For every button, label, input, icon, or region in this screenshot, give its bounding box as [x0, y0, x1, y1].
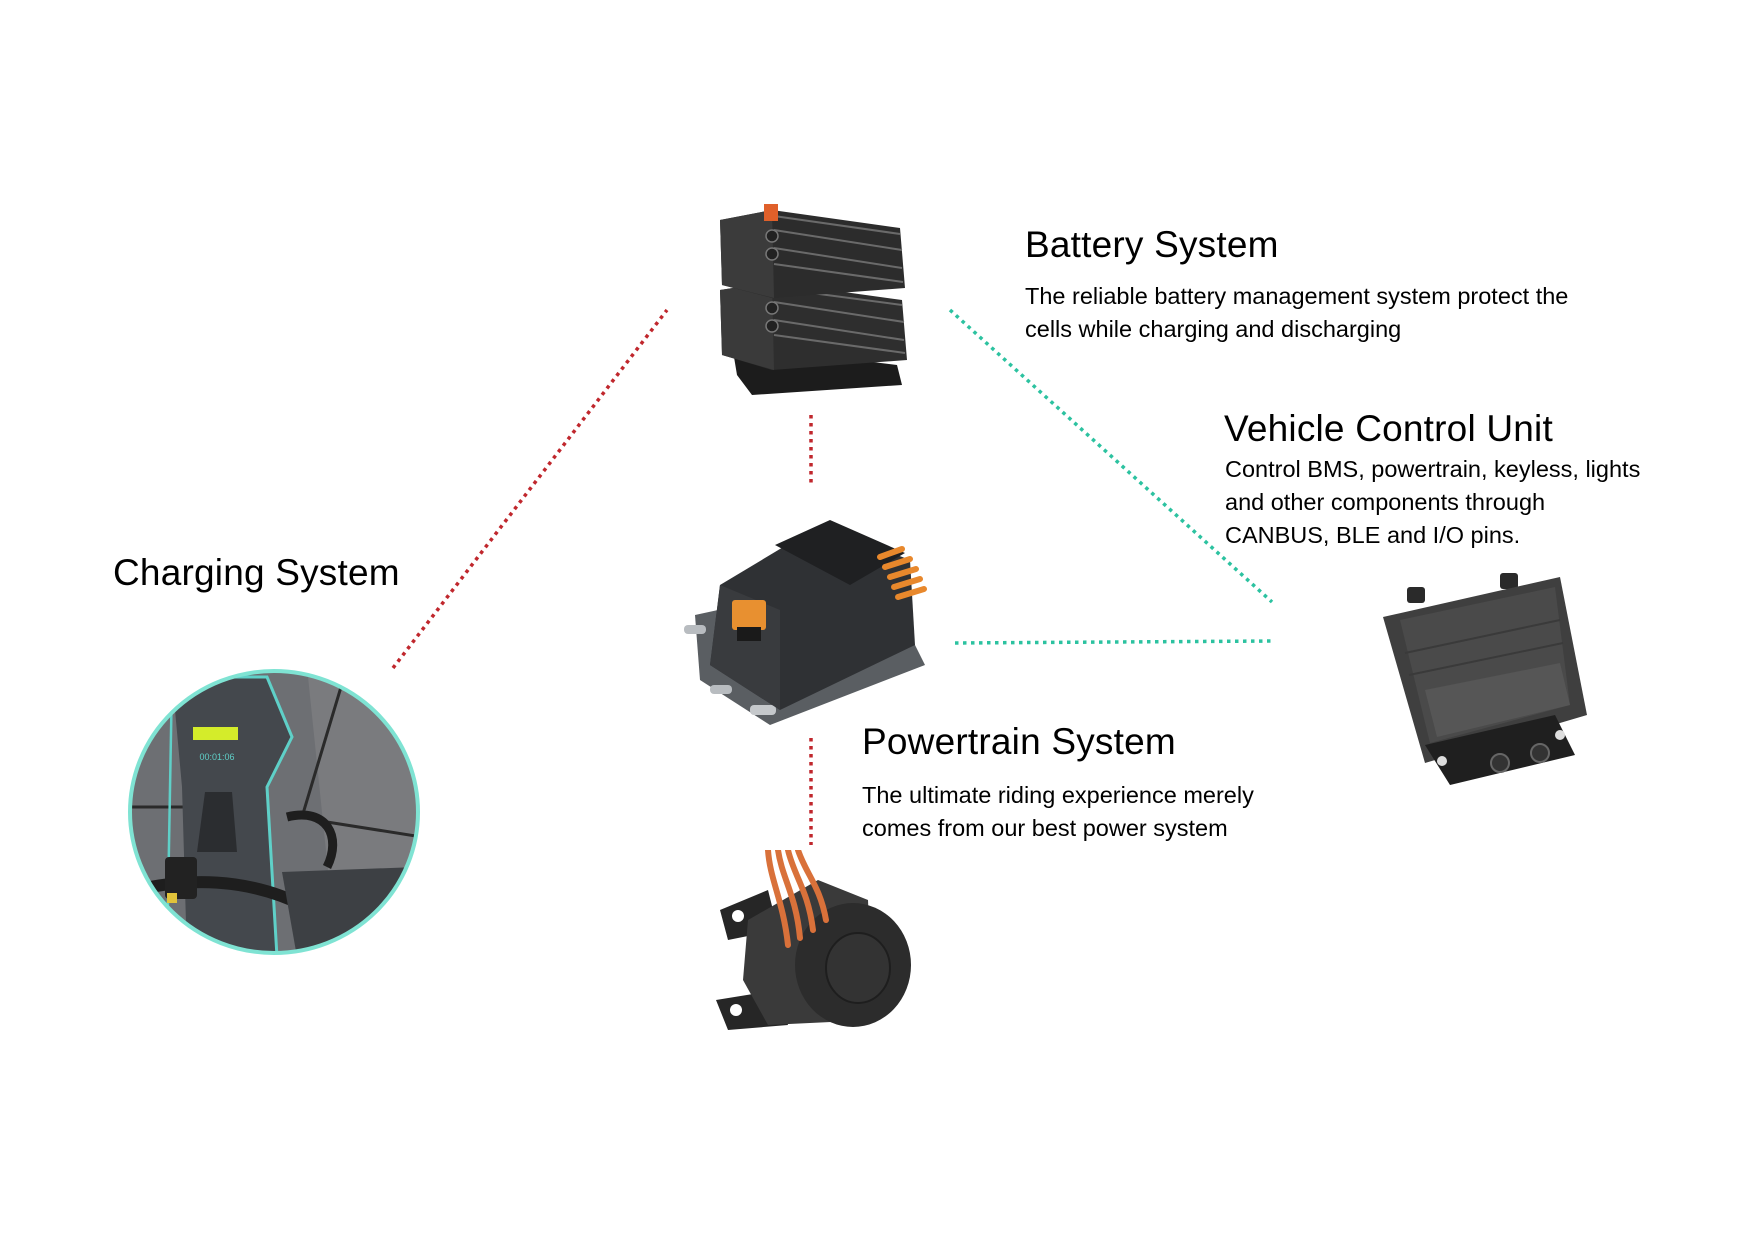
vcu-description: Control BMS, powertrain, keyless, lights…: [1225, 453, 1640, 552]
battery-system-description: The reliable battery management system p…: [1025, 280, 1568, 346]
link-controller-vcu: [954, 639, 1276, 645]
motor-icon: [716, 847, 911, 1030]
svg-text:00:01:06: 00:01:06: [199, 752, 234, 762]
powertrain-desc-line: comes from our best power system: [862, 815, 1228, 841]
charging-station-image: 00:01:06: [127, 667, 422, 957]
motor-controller-icon: [684, 520, 927, 725]
battery-pack-icon: [720, 204, 907, 395]
vcu-desc-line: CANBUS, BLE and I/O pins.: [1225, 522, 1521, 548]
powertrain-system-description: The ultimate riding experience merely co…: [862, 779, 1254, 845]
link-charging-battery: [391, 308, 669, 670]
battery-pack-image: [712, 190, 912, 395]
battery-desc-line: The reliable battery management system p…: [1025, 283, 1569, 309]
motor-controller-image: [680, 515, 935, 725]
vcu-desc-line: Control BMS, powertrain, keyless, lights: [1225, 456, 1641, 482]
battery-desc-line: cells while charging and discharging: [1025, 316, 1402, 342]
powertrain-system-title: Powertrain System: [862, 721, 1176, 762]
charging-station-icon: 00:01:06: [128, 669, 420, 955]
vcu-desc-line: and other components through: [1225, 489, 1546, 515]
vehicle-control-unit-icon: [1383, 573, 1587, 785]
motor-image: [708, 847, 918, 1040]
vcu-title: Vehicle Control Unit: [1224, 408, 1553, 449]
battery-system-title: Battery System: [1025, 224, 1279, 265]
link-battery-vcu: [948, 308, 1274, 604]
powertrain-desc-line: The ultimate riding experience merely: [862, 782, 1254, 808]
charging-system-title: Charging System: [113, 552, 400, 593]
vcu-image: [1375, 565, 1610, 790]
